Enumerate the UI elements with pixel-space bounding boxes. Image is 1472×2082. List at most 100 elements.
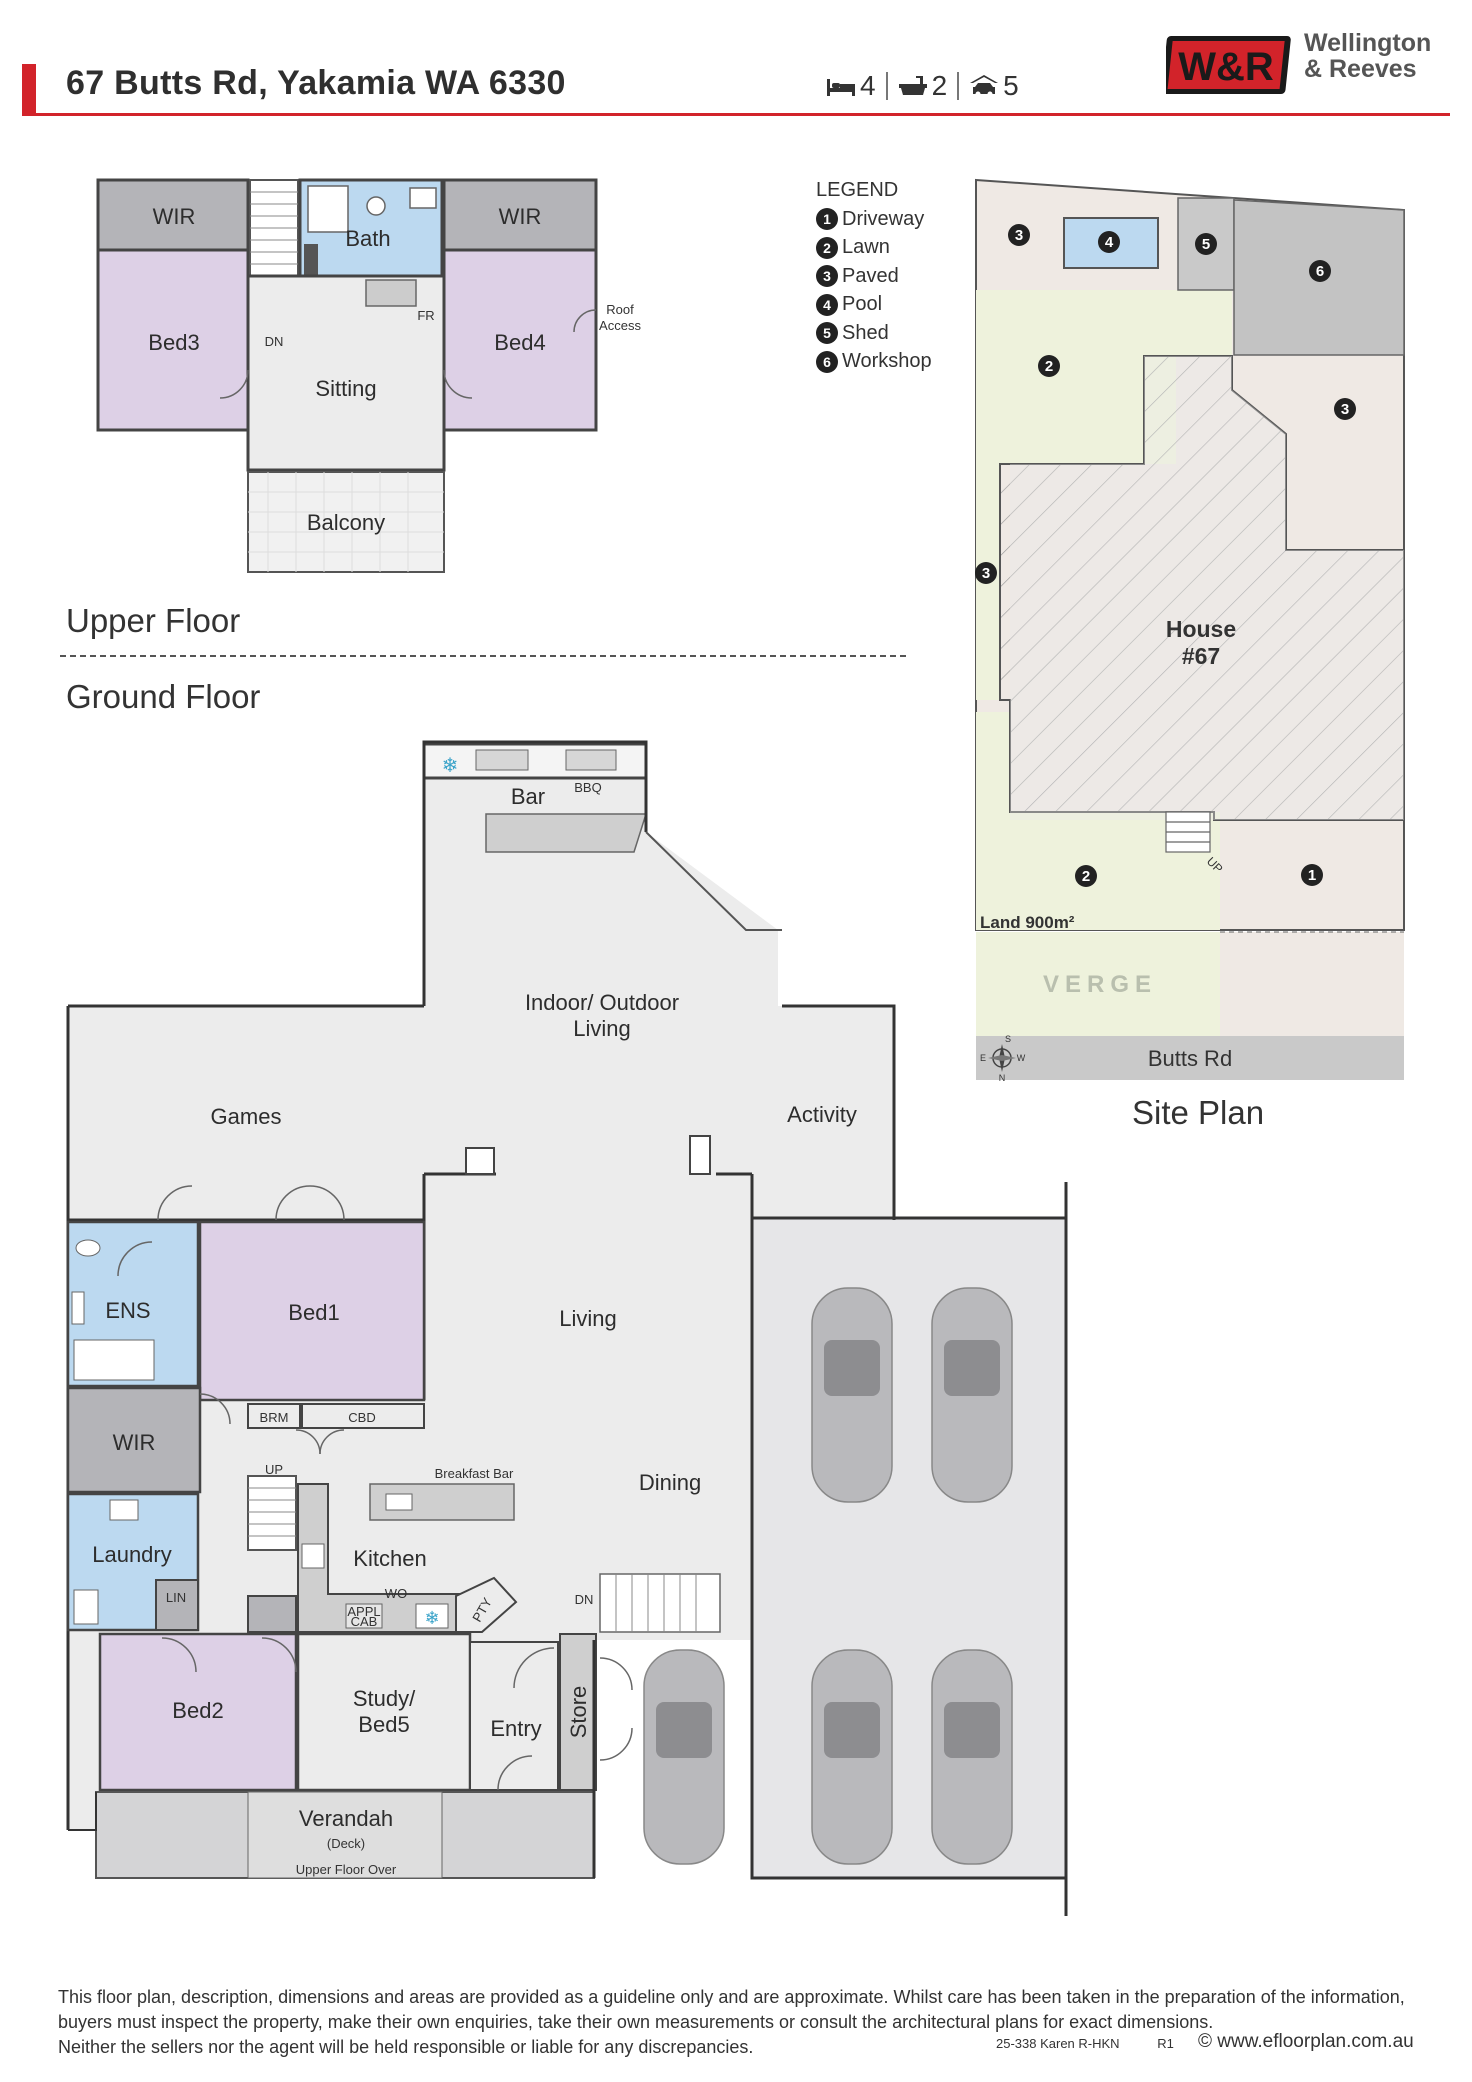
bed-icon <box>827 79 855 96</box>
svg-text:1: 1 <box>1308 867 1316 884</box>
site-verge-label: VERGE <box>1043 971 1157 998</box>
label-sitting: Sitting <box>315 376 376 401</box>
bath-icon <box>898 76 927 95</box>
ground-floor-title: Ground Floor <box>66 678 261 715</box>
label-brm: BRM <box>260 1410 289 1425</box>
agency-name-line1: Wellington <box>1304 29 1432 57</box>
copyright: © www.efloorplan.com.au <box>1198 2031 1414 2052</box>
property-specs: 4 2 5 <box>826 70 1019 102</box>
bath-count: 2 <box>931 70 948 101</box>
agency-name-line2: & Reeves <box>1304 55 1417 83</box>
ground-bed1 <box>198 1220 426 1402</box>
label-ens: ENS <box>105 1298 150 1323</box>
svg-text:6: 6 <box>1316 263 1324 280</box>
specs-divider <box>957 72 960 100</box>
upper-bed4 <box>442 248 598 432</box>
plan-revision: R1 <box>1157 2036 1174 2051</box>
ground-bar-island <box>485 813 648 853</box>
label-dining: Dining <box>639 1470 701 1495</box>
label-bed2: Bed2 <box>172 1698 223 1723</box>
label-indoor-outdoor-1: Indoor/ Outdoor <box>525 990 679 1015</box>
svg-text:3: 3 <box>1341 401 1349 418</box>
header-accent-bar <box>22 64 36 114</box>
svg-text:S: S <box>1005 1034 1011 1044</box>
site-land-area: Land 900m² <box>980 913 1075 932</box>
label-verandah: Verandah <box>299 1806 393 1831</box>
label-bed1: Bed1 <box>288 1300 339 1325</box>
svg-text:5: 5 <box>1202 236 1210 253</box>
label-cbd: CBD <box>348 1410 375 1425</box>
ground-brm <box>247 1403 301 1429</box>
bed-count: 4 <box>860 70 876 101</box>
ground-cbd <box>301 1403 425 1429</box>
label-bbq: BBQ <box>574 780 601 795</box>
label-upper-dn: DN <box>265 334 284 349</box>
site-plan-title: Site Plan <box>1132 1094 1265 1131</box>
site-verge-right <box>1220 932 1404 1036</box>
label-fr: FR <box>417 308 434 323</box>
label-bed3: Bed3 <box>148 330 199 355</box>
upper-floor-title: Upper Floor <box>66 602 241 639</box>
ground-wir <box>66 1386 202 1494</box>
site-verge-left <box>976 932 1220 1036</box>
header-divider <box>22 113 1450 116</box>
label-study-2: Bed5 <box>358 1712 409 1737</box>
legend-title: LEGEND <box>816 179 899 201</box>
specs-divider <box>885 72 888 100</box>
agency-logo: W&R <box>1166 36 1291 94</box>
label-entry: Entry <box>490 1716 541 1741</box>
label-roof-access-1: Roof <box>606 302 634 317</box>
site-house-label-1: House <box>1166 616 1236 642</box>
label-store: Store <box>566 1686 591 1739</box>
ground-entry <box>469 1641 559 1791</box>
ground-garage <box>750 1216 1068 1880</box>
label-wir: WIR <box>113 1430 156 1455</box>
label-up: UP <box>265 1462 283 1477</box>
label-bar: Bar <box>511 784 545 809</box>
label-breakfast-bar: Breakfast Bar <box>435 1466 514 1481</box>
site-lawn-front <box>976 712 1220 930</box>
label-wir-right: WIR <box>499 204 542 229</box>
label-laundry: Laundry <box>92 1542 172 1567</box>
ground-linen <box>155 1579 199 1631</box>
ground-floor-plan: ❄ ❄ <box>66 740 1068 1916</box>
ground-garage-steps <box>599 1573 721 1633</box>
label-living: Living <box>559 1306 616 1331</box>
disclaimer-line-1: This floor plan, description, dimensions… <box>58 1987 1405 2007</box>
label-study-1: Study/ <box>353 1686 416 1711</box>
site-house <box>999 355 1405 821</box>
label-deck: (Deck) <box>327 1836 365 1851</box>
label-appl-cab-2: CAB <box>351 1614 378 1629</box>
svg-text:N: N <box>999 1073 1006 1083</box>
fridge-icon: ❄ <box>424 1608 439 1628</box>
car-icon <box>970 75 999 97</box>
property-address: 67 Butts Rd, Yakamia WA 6330 <box>66 64 566 102</box>
label-balcony: Balcony <box>307 510 385 535</box>
logo-mark: W&R <box>1178 45 1274 89</box>
plan-reference: 25-338 Karen R-HKN R1 <box>996 2036 1174 2051</box>
ground-store <box>559 1633 597 1791</box>
label-indoor-outdoor-2: Living <box>573 1016 630 1041</box>
agency-name: Wellington & Reeves <box>1304 30 1431 82</box>
label-wir-left: WIR <box>153 204 196 229</box>
label-activity: Activity <box>787 1102 857 1127</box>
label-wo: WO <box>385 1586 407 1601</box>
ground-pantry <box>455 1576 518 1633</box>
fridge-icon: ❄ <box>442 755 459 777</box>
disclaimer-line-2: buyers must inspect the property, make t… <box>58 2012 1214 2032</box>
label-bath: Bath <box>345 226 390 251</box>
upper-floor-plan: WIR WIR Bath Bed3 Bed4 Sitting Balcony F… <box>96 178 641 573</box>
svg-text:3: 3 <box>1015 227 1023 244</box>
site-plan: 3 4 5 6 2 3 3 2 1 UP House #67 Land 900m… <box>975 178 1405 1083</box>
label-games: Games <box>211 1104 282 1129</box>
svg-text:W: W <box>1017 1053 1026 1063</box>
label-roof-access-2: Access <box>599 318 641 333</box>
site-street-name: Butts Rd <box>1148 1046 1232 1071</box>
